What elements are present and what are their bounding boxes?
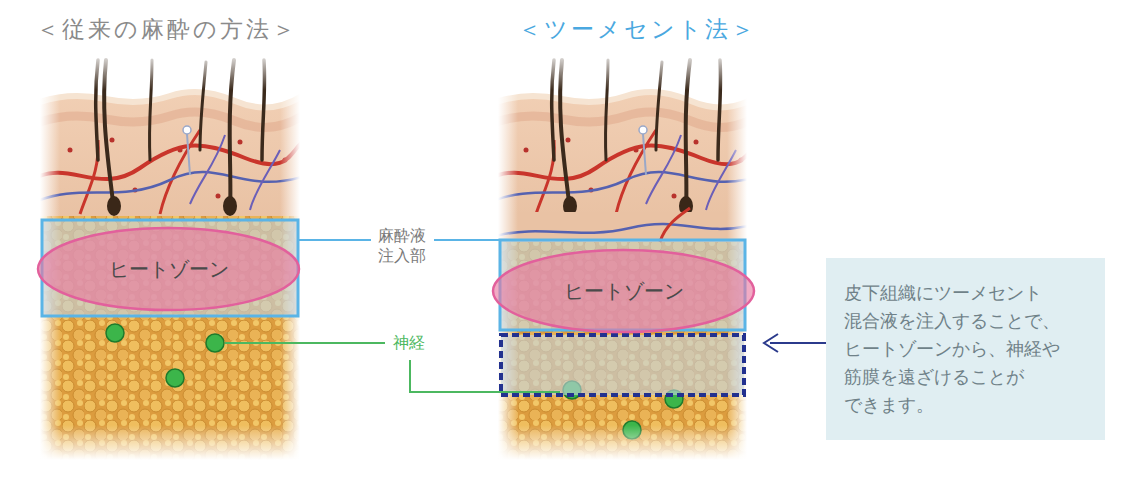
heat-zone-ellipse: ヒートゾーン <box>36 226 301 312</box>
panel-heading: ＜従来の麻酔の方法＞ <box>36 14 298 44</box>
skin-section-right <box>498 60 747 460</box>
heat-zone-ellipse: ヒートゾーン <box>491 248 756 334</box>
zone-label: ヒートゾーン <box>109 257 229 281</box>
note-text: 皮下組織にツーメセント 混合液を注入することで、 ヒートゾーンから、神経や 筋膜… <box>844 279 1078 419</box>
skin-section-left <box>40 60 300 460</box>
callout-label: 神経 <box>393 333 425 353</box>
callout-label: 麻酔液 注入部 <box>378 226 432 266</box>
note-box: 皮下組織にツーメセント 混合液を注入することで、 ヒートゾーンから、神経や 筋膜… <box>826 258 1105 440</box>
zone-label: ヒートゾーン <box>564 279 684 303</box>
callout-arrow <box>764 334 826 352</box>
separation-zone <box>501 335 744 395</box>
panel-heading: ＜ツーメセント法＞ <box>518 14 757 44</box>
